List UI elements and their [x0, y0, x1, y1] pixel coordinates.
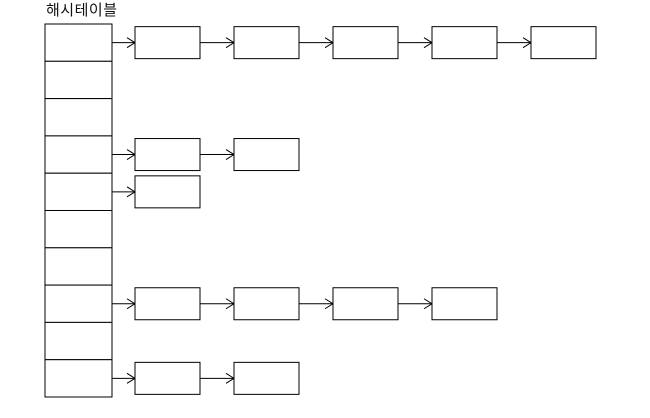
- arrow: [398, 37, 433, 49]
- chain-node: [134, 26, 201, 60]
- chain-node: [233, 26, 300, 60]
- chain-node: [233, 361, 300, 395]
- chain-node: [431, 26, 498, 60]
- arrow: [200, 37, 235, 49]
- chain: [112, 26, 597, 60]
- arrow: [112, 37, 136, 49]
- bucket-cell: [44, 247, 113, 286]
- arrow: [112, 149, 136, 160]
- arrow: [112, 372, 136, 384]
- chain: [112, 175, 201, 209]
- chains: [112, 26, 597, 395]
- arrow: [200, 149, 235, 160]
- chain-node: [332, 26, 399, 60]
- bucket-cell: [44, 135, 113, 174]
- arrow: [200, 372, 235, 384]
- arrow: [200, 298, 235, 310]
- chain-node: [431, 287, 498, 321]
- bucket-cell: [44, 284, 113, 323]
- chain-node: [233, 138, 300, 172]
- chain-node: [134, 287, 201, 321]
- bucket-cell: [44, 98, 113, 137]
- bucket-cell: [44, 172, 113, 211]
- bucket-cell: [44, 23, 113, 62]
- arrow: [398, 298, 433, 310]
- chain-node: [530, 26, 597, 60]
- chain-node: [233, 287, 300, 321]
- chain-node: [134, 361, 201, 395]
- arrow: [299, 298, 334, 310]
- arrow: [299, 37, 334, 49]
- bucket-array: [44, 23, 113, 398]
- hash-table-title: 해시테이블: [46, 1, 118, 19]
- chain: [112, 287, 498, 321]
- arrow: [112, 298, 136, 310]
- chain: [112, 361, 300, 395]
- chain: [112, 138, 300, 172]
- bucket-cell: [44, 60, 113, 100]
- bucket-cell: [44, 210, 113, 249]
- chain-node: [134, 138, 201, 172]
- arrow: [497, 37, 532, 49]
- bucket-cell: [44, 359, 113, 398]
- chain-node: [332, 287, 399, 321]
- bucket-cell: [44, 321, 113, 361]
- arrow: [112, 186, 136, 198]
- chain-node: [134, 175, 201, 209]
